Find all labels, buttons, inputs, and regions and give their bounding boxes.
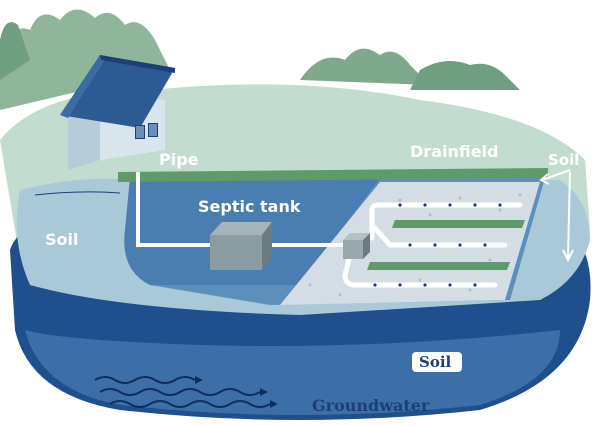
drainfield-grass-strips	[367, 220, 525, 270]
distribution-pipes	[342, 202, 523, 288]
groundwater-label: Groundwater	[312, 396, 430, 415]
groundwater-waves	[94, 376, 271, 408]
soil-bottom-badge	[412, 352, 462, 372]
drainfield-label: Drainfield	[410, 142, 499, 161]
distribution-box	[343, 233, 370, 259]
surface-line	[34, 191, 121, 196]
soil-left-label: Soil	[45, 230, 78, 249]
soil-arrow	[539, 169, 574, 263]
background-trees	[0, 9, 520, 110]
groundwater-wave-arrows	[195, 376, 278, 408]
grass-line	[118, 168, 548, 182]
septic-tank	[210, 222, 272, 270]
septic-tank-label: Septic tank	[198, 197, 301, 216]
pipe-label: Pipe	[159, 150, 199, 169]
soil-bottom-label: Soil	[419, 353, 452, 371]
house	[60, 55, 175, 170]
groundwater-layer	[25, 330, 560, 415]
house-pipe	[136, 172, 210, 247]
pipe-perforations	[373, 203, 502, 287]
soil-right-label: Soil	[548, 151, 579, 169]
